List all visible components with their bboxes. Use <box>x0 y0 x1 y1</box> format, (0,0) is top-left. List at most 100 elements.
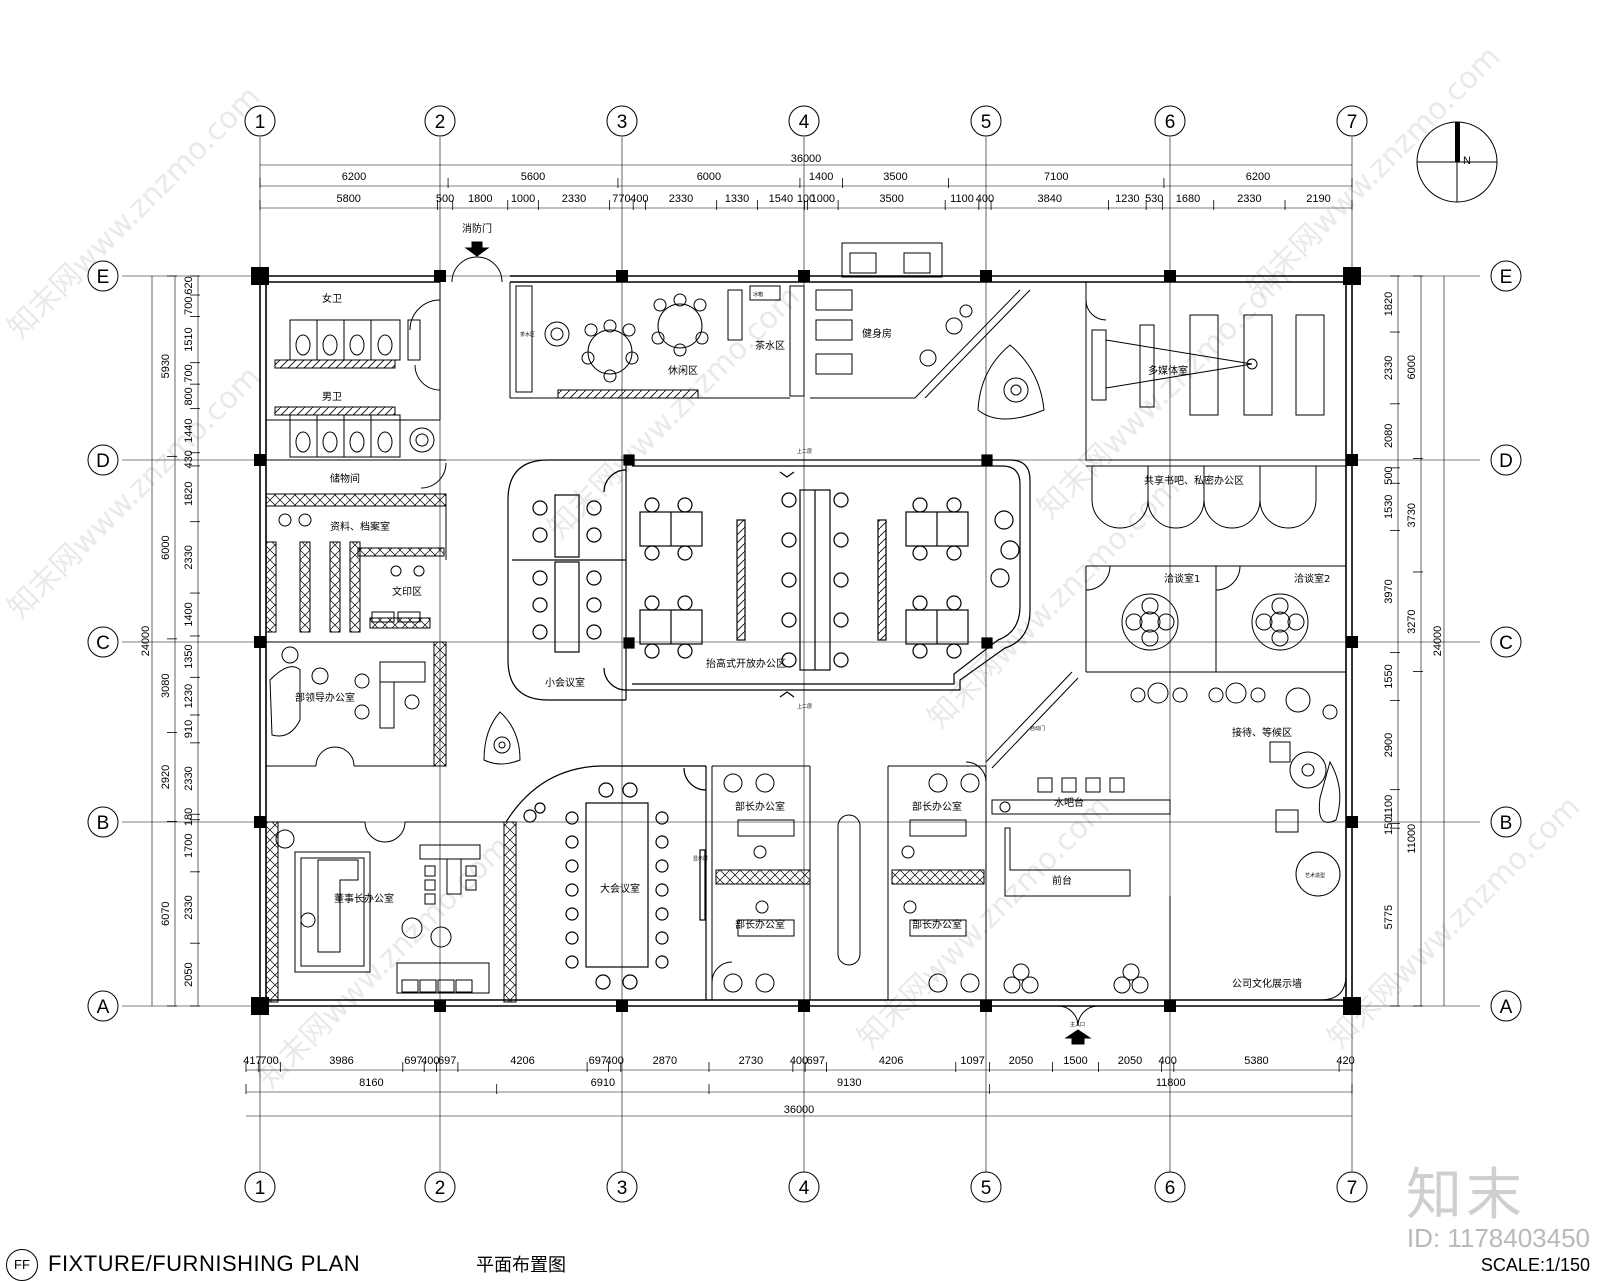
leader-office <box>266 641 447 767</box>
grid-label: A <box>1500 997 1513 1018</box>
fire-door-label: 消防门 <box>462 222 492 235</box>
drawing-title: FIXTURE/FURNISHING PLAN <box>48 1251 361 1276</box>
dimension-bottom-detail: 1097 <box>960 1055 984 1067</box>
dimension-left-primary: 5930 <box>160 354 172 378</box>
dimension-bottom-detail: 400 <box>605 1055 623 1067</box>
dimension-top-secondary: 1230 <box>1115 193 1139 205</box>
dimension-top-secondary: 1680 <box>1176 193 1200 205</box>
room-label-storage: 储物间 <box>330 472 360 485</box>
room-label-open-office: 抬高式开放办公区 <box>706 657 786 670</box>
room-label-print: 文印区 <box>392 585 422 598</box>
brand-watermark: 知末 <box>1406 1163 1526 1228</box>
room-label-nego2: 洽谈室2 <box>1294 572 1330 585</box>
dimension-lines <box>151 164 1445 1117</box>
media-room <box>1085 282 1346 461</box>
dimension-top-secondary: 530 <box>1145 193 1163 205</box>
dimension-total-right: 24000 <box>1432 626 1444 657</box>
dimension-bottom-detail: 400 <box>421 1055 439 1067</box>
dimension-total-top: 36000 <box>791 153 822 165</box>
grid-label: 1 <box>255 1178 266 1199</box>
wc-area <box>266 282 447 489</box>
display-label: 显示屏 <box>693 856 708 862</box>
dimension-left-secondary: 1820 <box>183 482 195 506</box>
room-label-bar: 水吧台 <box>1054 796 1084 809</box>
dimension-bottom-detail: 697 <box>404 1055 422 1067</box>
structural-columns <box>251 267 1361 1015</box>
dimension-bottom-detail: 420 <box>1336 1055 1354 1067</box>
grid-label: 6 <box>1165 112 1176 133</box>
negotiation-rooms <box>1085 565 1346 673</box>
dimension-bottom-primary: 9130 <box>837 1077 861 1089</box>
grid-label: C <box>96 633 110 654</box>
dimension-top-secondary: 3500 <box>879 193 903 205</box>
dimension-right-secondary: 2330 <box>1383 356 1395 380</box>
dimension-top-primary: 6200 <box>342 171 366 183</box>
watermark-text: 知末网www.znzmo.com <box>1241 39 1507 305</box>
dimension-right-secondary: 5775 <box>1383 905 1395 929</box>
room-label-minister3: 部长办公室 <box>912 800 962 813</box>
dimension-bottom-detail: 2050 <box>1009 1055 1033 1067</box>
dimension-bottom-detail: 697 <box>807 1055 825 1067</box>
grid-bubbles-left: E D C B A <box>87 260 119 1022</box>
dimension-left-secondary: 620 <box>183 276 195 294</box>
dimension-left-secondary: 2330 <box>183 545 195 569</box>
dimension-left-secondary: 2330 <box>183 766 195 790</box>
fire-door <box>451 241 503 283</box>
watermark-text: 知末网www.znzmo.com <box>1 79 267 345</box>
up-label: 上二层 <box>797 448 812 455</box>
dimension-right-secondary: 2080 <box>1383 424 1395 448</box>
room-label-minister4: 部长办公室 <box>912 918 962 931</box>
dimension-left-secondary: 1440 <box>183 418 195 442</box>
feature-kiosk-top <box>977 344 1045 420</box>
dimension-bottom-detail: 4206 <box>510 1055 534 1067</box>
dimension-bottom-detail: 417 <box>243 1055 261 1067</box>
north-label: N <box>1463 155 1471 167</box>
dimension-top-primary: 6200 <box>1246 171 1270 183</box>
drawing-code-badge: FF <box>6 1249 38 1281</box>
cabinet-label: 茶水区 <box>520 331 535 338</box>
dimension-bottom-detail: 400 <box>790 1055 808 1067</box>
small-meeting-room <box>507 459 627 701</box>
dimension-top-secondary: 1000 <box>811 193 835 205</box>
dimension-left-secondary: 1230 <box>183 684 195 708</box>
dimension-top-secondary: 2330 <box>562 193 586 205</box>
dimension-left-secondary: 1350 <box>183 644 195 668</box>
art-label: 艺术造型 <box>1305 872 1325 879</box>
dimension-bottom-primary: 8160 <box>359 1077 383 1089</box>
dimension-top-secondary: 5800 <box>336 193 360 205</box>
dimension-top-secondary: 1540 <box>769 193 793 205</box>
dimension-top-primary: 5600 <box>521 171 545 183</box>
room-label-archives: 资料、档案室 <box>330 520 390 533</box>
reception-area <box>985 671 1347 1001</box>
dimension-left-secondary: 700 <box>183 297 195 315</box>
dimension-bottom-primary: 11800 <box>1156 1077 1186 1089</box>
room-label-culture-wall: 公司文化展示墙 <box>1232 977 1302 990</box>
dimension-bottom-detail: 400 <box>1158 1055 1176 1067</box>
dimension-bottom-detail: 3986 <box>329 1055 353 1067</box>
dimension-left-secondary: 180 <box>183 808 195 826</box>
room-label-men-wc: 男卫 <box>322 391 342 403</box>
room-label-minister2: 部长办公室 <box>735 918 785 931</box>
dimension-right-primary: 3730 <box>1406 503 1418 527</box>
dimension-left-secondary: 2050 <box>183 962 195 986</box>
dimension-right-primary: 11000 <box>1406 824 1418 854</box>
dimension-bottom-detail: 2730 <box>739 1055 763 1067</box>
dimension-top-secondary: 770 <box>612 193 630 205</box>
chairman-office <box>265 821 517 1003</box>
dimension-top-secondary: 1800 <box>468 193 492 205</box>
grid-label: E <box>1500 267 1513 288</box>
watermark-text: 知末网www.znzmo.com <box>1 359 267 625</box>
minister-offices <box>711 761 987 1000</box>
dimension-top-secondary: 1330 <box>725 193 749 205</box>
dimension-right-primary: 6000 <box>1406 355 1418 379</box>
room-label-women-wc: 女卫 <box>322 292 342 305</box>
grid-label: C <box>1499 633 1513 654</box>
dimension-left-primary: 3080 <box>160 673 172 697</box>
dimension-right-secondary: 1530 <box>1383 495 1395 519</box>
grid-label: A <box>97 997 110 1018</box>
room-label-chairman: 董事长办公室 <box>334 892 394 905</box>
dimension-top-primary: 1400 <box>809 171 833 183</box>
main-entrance-label: 主入口 <box>1070 1021 1085 1028</box>
shared-booths <box>1086 465 1346 529</box>
room-label-reception: 接待、等候区 <box>1232 726 1292 739</box>
